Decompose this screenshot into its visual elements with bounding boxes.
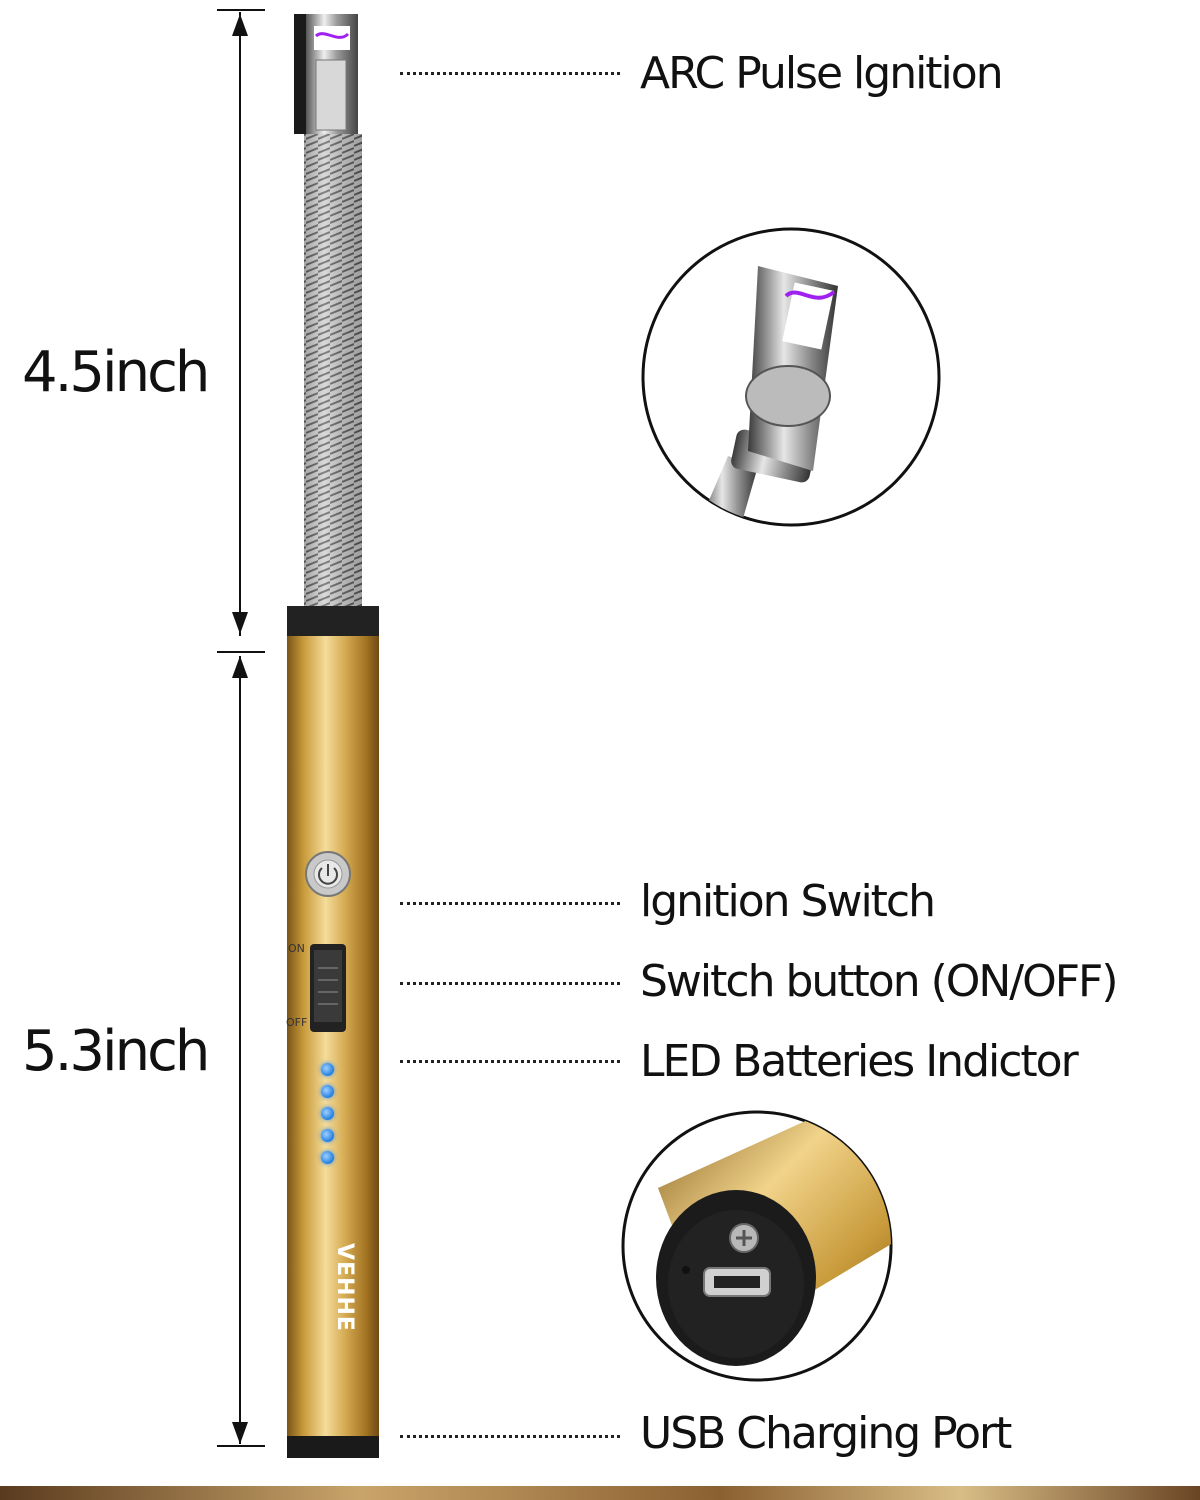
arc-head-zoom-circle bbox=[641, 227, 941, 527]
label-usb-charging-port: USB Charging Port bbox=[640, 1408, 1012, 1459]
callout-line-ignition bbox=[400, 902, 620, 905]
label-arc-pulse-ignition: ARC Pulse lgnition bbox=[640, 48, 1004, 99]
bottom-decor-strip bbox=[0, 1486, 1200, 1500]
callout-line-usb bbox=[400, 1435, 620, 1438]
switch-off-mark: OFF bbox=[286, 1016, 308, 1029]
callout-line-led bbox=[400, 1060, 620, 1063]
label-led-batteries: LED Batteries Indictor bbox=[640, 1036, 1079, 1087]
led-indicator-4 bbox=[321, 1129, 334, 1142]
led-indicator-5 bbox=[321, 1151, 334, 1164]
label-switch-button: Switch button (ON/OFF) bbox=[640, 956, 1119, 1007]
label-ignition-switch: lgnition Switch bbox=[640, 876, 936, 927]
usb-port-zoom-circle bbox=[621, 1110, 893, 1382]
lighter-image bbox=[287, 14, 379, 1458]
brand-logo: VEHHE bbox=[331, 1243, 357, 1332]
switch-on-mark: ON bbox=[288, 942, 305, 955]
led-indicator-1 bbox=[321, 1063, 334, 1076]
dimension-arrows bbox=[217, 9, 265, 1447]
led-indicator-2 bbox=[321, 1085, 334, 1098]
dimension-top-label: 4.5inch bbox=[22, 340, 210, 405]
dimension-bottom-label: 5.3inch bbox=[22, 1019, 210, 1084]
led-indicator-3 bbox=[321, 1107, 334, 1120]
callout-line-arc bbox=[400, 72, 620, 75]
callout-line-switch bbox=[400, 982, 620, 985]
